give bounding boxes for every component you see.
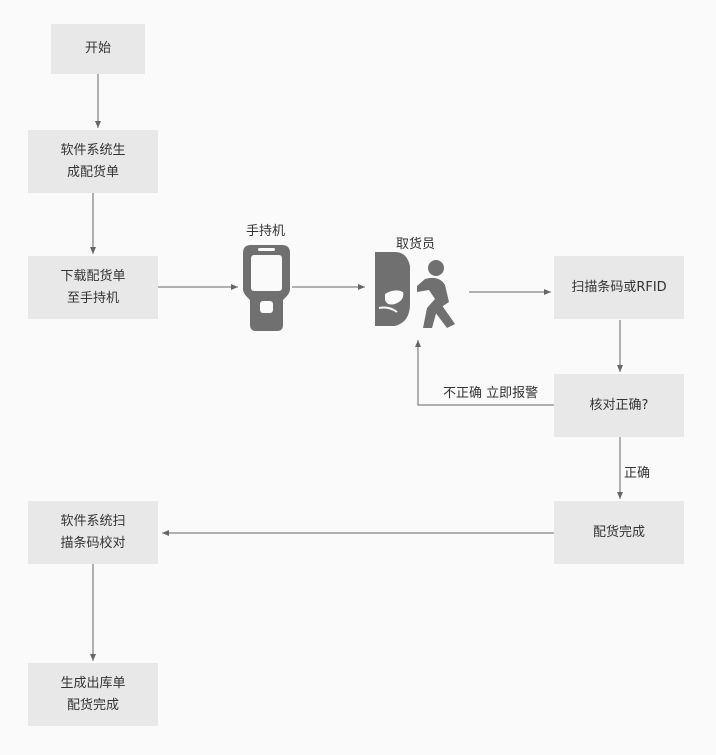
node-download-to-handheld: 下载配货单 至手持机: [28, 256, 158, 319]
node-scan-barcode-text: 扫描条码或RFID: [571, 279, 667, 295]
handheld-label: 手持机: [246, 224, 286, 239]
node-scan-barcode: 扫描条码或RFID: [554, 256, 684, 319]
node-generate-order-line-2: 成配货单: [66, 164, 119, 180]
picker-worker-icon: [375, 252, 455, 328]
node-system-scan: 软件系统扫 描条码校对: [28, 501, 158, 564]
node-outbound: 生成出库单 配货完成: [28, 663, 158, 726]
node-generate-order-line-1: 软件系统生: [60, 142, 126, 158]
node-start-text: 开始: [84, 41, 111, 56]
node-picking-done: 配货完成: [554, 501, 684, 564]
node-generate-order: 软件系统生 成配货单: [28, 130, 158, 193]
node-outbound-line-1: 生成出库单: [60, 675, 126, 691]
edge-label-correct: 正确: [624, 466, 651, 481]
handheld-scanner-icon: [243, 245, 290, 331]
node-verify-text: 核对正确?: [589, 397, 649, 413]
node-download-line-1: 下载配货单: [60, 268, 126, 284]
arrow-verify-to-picker: [415, 340, 555, 406]
node-start: 开始: [51, 24, 145, 74]
picker-label: 取货员: [396, 237, 436, 252]
node-download-line-2: 至手持机: [66, 290, 119, 306]
node-system-scan-line-2: 描条码校对: [60, 535, 126, 551]
node-picking-done-text: 配货完成: [592, 524, 645, 540]
node-verify: 核对正确?: [554, 374, 684, 437]
edge-label-incorrect-alarm: 不正确 立即报警: [443, 386, 539, 401]
node-outbound-line-2: 配货完成: [66, 697, 119, 713]
node-system-scan-line-1: 软件系统扫: [60, 513, 126, 529]
